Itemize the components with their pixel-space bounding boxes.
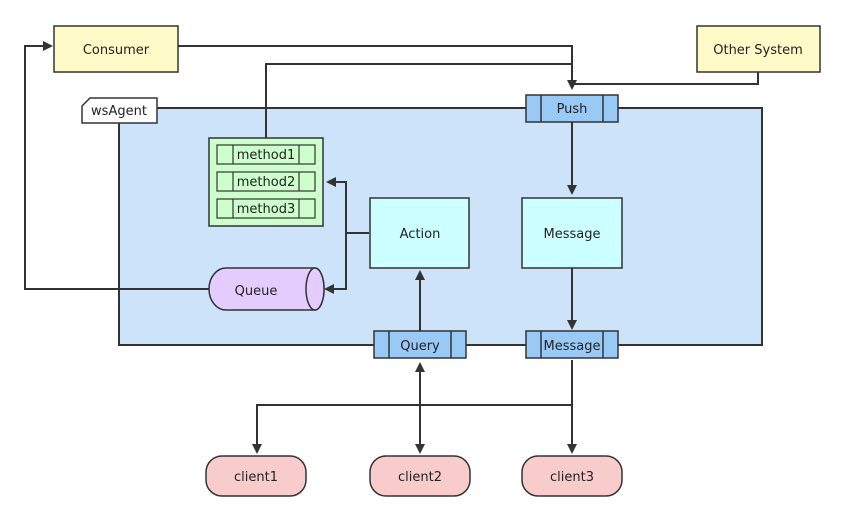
method1-row: method1: [216, 144, 316, 165]
client1-node: client1: [205, 455, 307, 497]
message-node: Message: [521, 197, 623, 269]
edge-consumer-to-push: [178, 45, 577, 90]
client1-label: client1: [234, 470, 278, 485]
edge-port-to-client1: [252, 404, 572, 454]
action-node: Action: [369, 197, 470, 269]
message-port-label: Message: [544, 339, 601, 354]
client2-label: client2: [398, 470, 442, 485]
edge-queue-to-consumer: [24, 41, 209, 290]
methods-panel: method1 method2 method3: [208, 137, 324, 227]
method2-label: method2: [237, 175, 295, 190]
consumer-node: Consumer: [53, 25, 179, 73]
method2-row: method2: [216, 171, 316, 192]
method3-row: method3: [216, 198, 316, 219]
consumer-label: Consumer: [83, 43, 150, 58]
ws-agent-tab: wsAgent: [81, 97, 158, 124]
queue-label: Queue: [235, 284, 278, 299]
method3-label: method3: [237, 202, 295, 217]
edge-action-to-methods: [326, 177, 369, 234]
other-system-label: Other System: [713, 43, 803, 58]
message-label: Message: [544, 227, 601, 242]
client3-node: client3: [521, 455, 623, 497]
client2-node: client2: [369, 455, 471, 497]
client3-label: client3: [550, 470, 594, 485]
query-port: Query: [373, 330, 467, 359]
push-label: Push: [557, 102, 588, 117]
message-port: Message: [525, 330, 619, 359]
other-system-node: Other System: [696, 25, 821, 73]
push-port: Push: [525, 94, 619, 123]
query-label: Query: [400, 339, 440, 354]
action-label: Action: [400, 227, 441, 242]
ws-agent-label: wsAgent: [91, 104, 147, 119]
edge-action-to-queue: [324, 233, 347, 294]
edge-other-system-to-push: [572, 72, 759, 85]
queue-node: Queue: [208, 267, 325, 311]
method1-label: method1: [237, 148, 295, 163]
edge-methods-to-push: [265, 63, 572, 138]
